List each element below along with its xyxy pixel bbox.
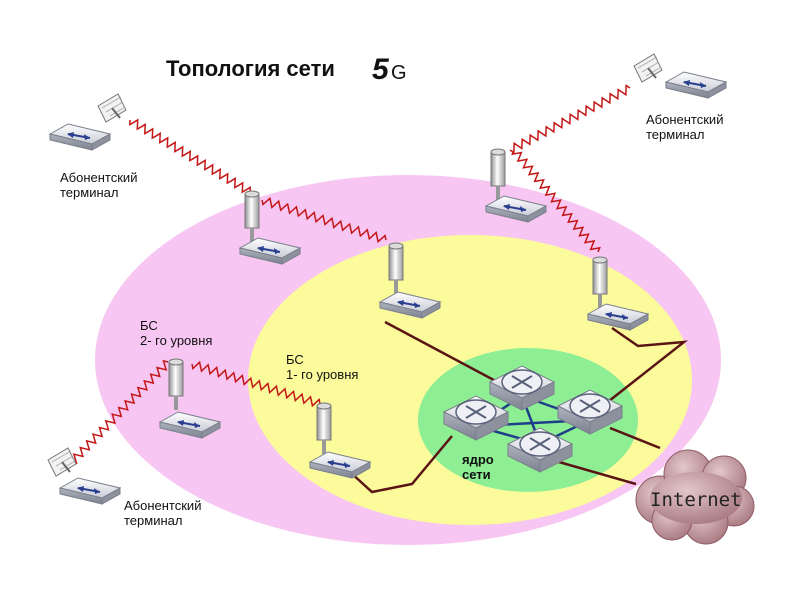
wired-links (349, 320, 689, 494)
terminal-label-top-left-line1: Абонентский (60, 170, 137, 185)
terminal-label-bottom-left-line1: Абонентский (124, 498, 201, 513)
bs-level2-label-line2: 2- го уровня (140, 333, 212, 348)
terminal-label-top-right-line1: Абонентский (646, 112, 723, 127)
subscriber-terminal-top-right (633, 53, 727, 99)
internet-label: Internet (650, 489, 742, 511)
svg-text:G: G (391, 62, 407, 84)
5g-logo: 5 G (372, 53, 407, 86)
bs-level1-label-line2: 1- го уровня (286, 367, 358, 382)
core-label-line1: ядро (462, 452, 494, 467)
wireless-link-tl-bs2top (128, 118, 252, 194)
bs-level1-label-line1: БС (286, 352, 304, 367)
wireless-link-tr-bs2right (509, 84, 631, 154)
svg-text:5: 5 (372, 53, 390, 86)
wired-link-bs1-right (594, 326, 689, 413)
wireless-link-bs2left-bs1bottom (191, 360, 321, 408)
wired-link-bs1-top (384, 320, 506, 388)
terminal-label-top-left-line2: терминал (60, 185, 118, 200)
wired-link-bs1-bottom (349, 435, 453, 494)
bs-level2-label-line1: БС (140, 318, 158, 333)
wireless-link-bl-bs2left (71, 359, 169, 465)
wireless-link-bs2top-bs1top (261, 196, 387, 244)
wired-link-internet-1 (609, 426, 661, 450)
terminal-label-bottom-left-line2: терминал (124, 513, 182, 528)
terminal-label-top-right-line2: терминал (646, 127, 704, 142)
core-label-line2: сети (462, 467, 491, 482)
base-station-level2-right (485, 148, 547, 223)
subscriber-terminal-top-left (49, 93, 127, 151)
diagram-title: Топология сети (166, 56, 335, 81)
wireless-link-bs2right-bs1right (511, 149, 601, 253)
wireless-links (71, 84, 631, 465)
subscriber-terminal-bottom-left (47, 447, 121, 505)
core-zone (418, 348, 638, 492)
internet-cloud: Internet (635, 449, 755, 545)
